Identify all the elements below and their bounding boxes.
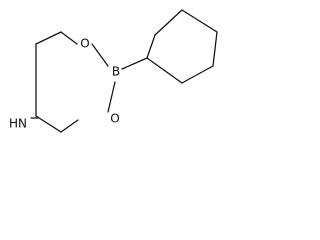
atom-nitrogen: HN xyxy=(9,117,27,131)
bond-cyclohexyl-6 xyxy=(146,57,183,84)
cyclohexyl-dioxazaborocane-structure: O B O HN xyxy=(9,9,218,133)
bond-b-o-bottom xyxy=(107,81,116,113)
bond-o-top-b xyxy=(91,43,109,67)
bond-cyclohexyl-1 xyxy=(146,34,156,59)
atom-boron: B xyxy=(112,65,120,79)
bond-ch2-o-bottom xyxy=(60,119,79,133)
bond-cyclohexyl-4 xyxy=(212,31,218,67)
structure-canvas: O B O HN xyxy=(0,0,230,148)
bond-b-cyclohexyl xyxy=(121,57,148,70)
bond-ch2-ch2-bottom xyxy=(35,115,62,133)
bond-o-top-ch2 xyxy=(60,31,78,45)
bond-cyclohexyl-2 xyxy=(154,9,183,36)
bond-cyclohexyl-3 xyxy=(181,9,218,33)
bond-cyclohexyl-5 xyxy=(181,65,214,84)
bond-ch2-ch2-top xyxy=(35,31,62,45)
atom-oxygen-top: O xyxy=(80,37,89,51)
atom-oxygen-bottom: O xyxy=(110,112,119,126)
